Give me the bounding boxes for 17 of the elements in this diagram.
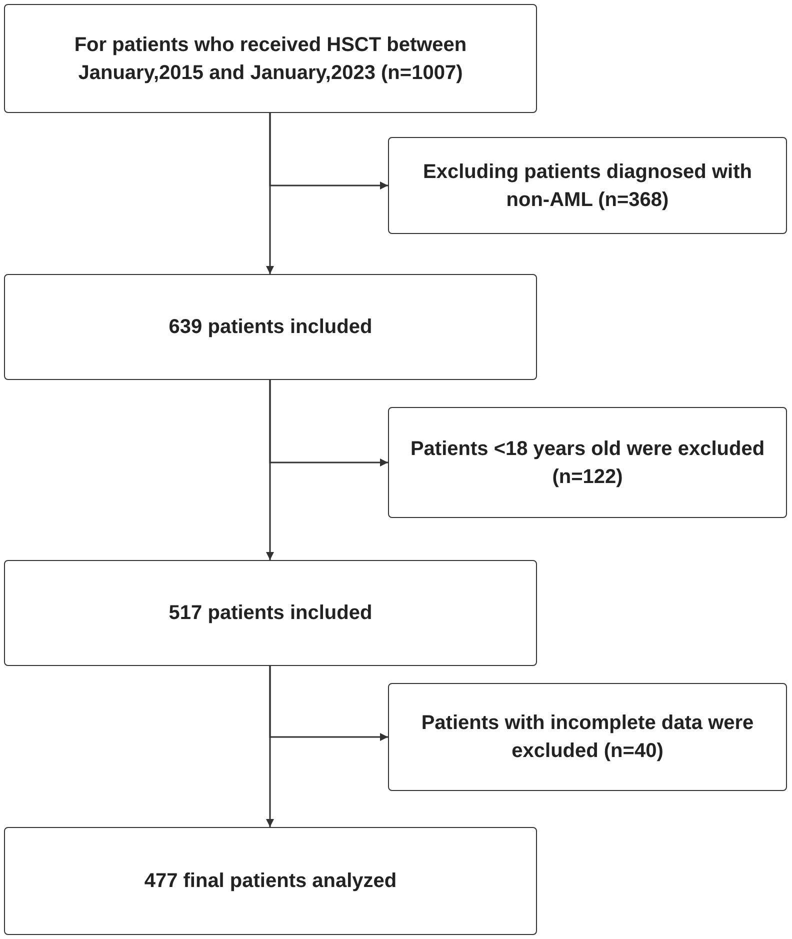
box-text: 639 patients included [168, 315, 372, 340]
box-text: 517 patients included [168, 601, 372, 626]
box-text: Patients <18 years old were excluded (n=122) [409, 436, 766, 490]
arrow [269, 113, 388, 190]
process-box [388, 137, 787, 234]
process-box [4, 827, 537, 935]
box-text: Excluding patients diagnosed with non-AML (n=368) [422, 160, 753, 212]
process-box [4, 4, 537, 113]
arrow [269, 380, 388, 466]
arrow [269, 666, 388, 741]
box-text: 477 final patients analyzed [144, 869, 397, 894]
box-text: Patients with incomplete data were excluded (n=40) [420, 711, 755, 764]
process-box [388, 683, 787, 791]
process-box [4, 274, 537, 380]
process-box [4, 560, 537, 666]
box-text: For patients who received HSCT between January,2015 and January,2023 (n=1007) [73, 32, 468, 86]
process-box [388, 407, 787, 518]
